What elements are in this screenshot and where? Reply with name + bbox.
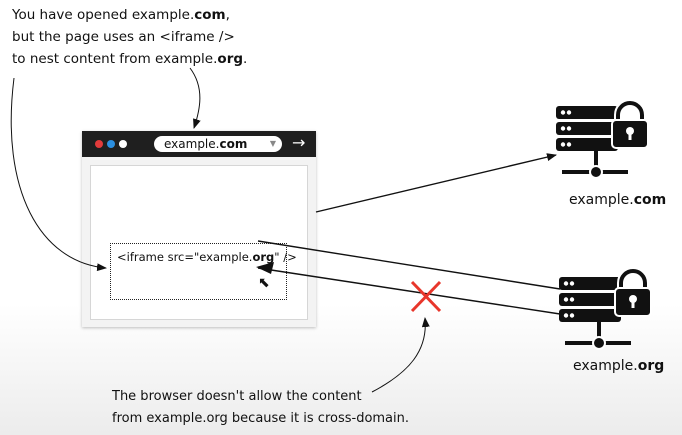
maximize-dot-icon[interactable] xyxy=(119,140,127,148)
server-label-com: example.com xyxy=(569,192,667,208)
caption-to-x-arrow xyxy=(371,317,430,393)
server-lock-icon-com xyxy=(556,99,649,179)
iframe-code: <iframe src="example.org" /> xyxy=(117,250,297,264)
browser-titlebar: example.com ▼ → xyxy=(82,131,316,157)
address-bar[interactable]: example.com ▼ xyxy=(154,136,282,152)
address-bar-url: example.com xyxy=(164,137,248,151)
go-arrow-icon[interactable]: → xyxy=(292,133,306,152)
top-caption: You have opened example.com, but the pag… xyxy=(12,4,272,70)
top-caption-line-2: but the page uses an <iframe /> xyxy=(12,29,235,45)
minimize-dot-icon[interactable] xyxy=(107,140,115,148)
bottom-caption-line-2: from example.org because it is cross-dom… xyxy=(112,411,410,426)
bottom-caption: The browser doesn't allow the content fr… xyxy=(112,386,442,430)
iframe-region: <iframe src="example.org" /> xyxy=(110,243,297,300)
red-x-icon xyxy=(410,280,442,313)
iframe-to-org-arrow xyxy=(257,240,561,290)
caption-to-addressbar-arrow xyxy=(189,67,201,129)
caption-to-iframe-arrow xyxy=(10,77,107,272)
org-to-iframe-arrow xyxy=(257,267,561,315)
org-to-iframe-arrowhead xyxy=(256,262,274,274)
server-label-org: example.org xyxy=(573,358,665,374)
close-dot-icon[interactable] xyxy=(95,140,103,148)
mouse-pointer-icon: ⬉ xyxy=(258,275,270,291)
top-caption-line-3: to nest content from example.org. xyxy=(12,51,248,67)
top-caption-line-1: You have opened example.com, xyxy=(12,7,230,23)
browser-to-com-arrow xyxy=(315,153,557,213)
dropdown-caret-icon[interactable]: ▼ xyxy=(269,139,276,148)
server-lock-icon-org xyxy=(559,267,652,350)
bottom-caption-line-1: The browser doesn't allow the content xyxy=(112,389,362,404)
